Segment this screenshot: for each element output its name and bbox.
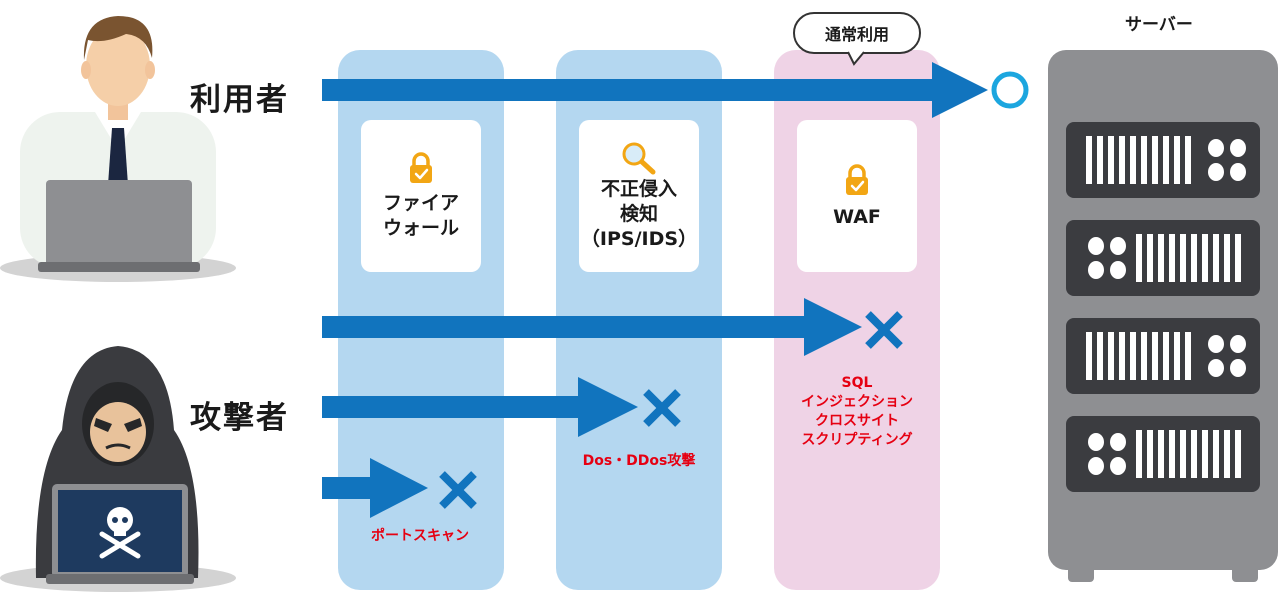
firewall-card: ファイア ウォール bbox=[361, 120, 481, 272]
user-label: 利用者 bbox=[190, 82, 289, 118]
waf-card: WAF bbox=[797, 120, 917, 272]
lock-icon bbox=[410, 152, 432, 183]
port-scan-arrow bbox=[322, 458, 428, 518]
lock-icon bbox=[846, 163, 868, 195]
ips-ids-label: 不正侵入 検知 （IPS/IDS） bbox=[580, 177, 698, 250]
server-unit bbox=[1066, 416, 1260, 492]
attacker-illustration bbox=[0, 346, 236, 592]
waf-block-x-icon bbox=[865, 311, 903, 349]
server-unit bbox=[1066, 122, 1260, 198]
normal-use-arrow bbox=[322, 62, 988, 118]
server-rack-icon bbox=[1048, 50, 1278, 582]
ips-ids-card: 不正侵入 検知 （IPS/IDS） bbox=[579, 120, 699, 272]
port-scan-block-x-icon bbox=[439, 471, 477, 509]
firewall-label: ファイア ウォール bbox=[382, 192, 459, 239]
waf-attacks-label: SQL インジェクション クロスサイト スクリプティング bbox=[801, 375, 913, 448]
attacker-label: 攻撃者 bbox=[190, 400, 289, 436]
magnifier-icon bbox=[622, 142, 656, 174]
bubble-tail bbox=[847, 51, 865, 66]
server-unit bbox=[1066, 318, 1260, 394]
ok-circle-icon bbox=[991, 71, 1029, 109]
dos-attack-arrow bbox=[322, 377, 638, 437]
server-unit bbox=[1066, 220, 1260, 296]
dos-block-x-icon bbox=[643, 389, 681, 427]
dos-label: Dos・DDos攻撃 bbox=[582, 453, 696, 469]
server-title: サーバー bbox=[1125, 15, 1193, 35]
user-illustration bbox=[0, 16, 236, 282]
normal-use-text: 通常利用 bbox=[824, 25, 889, 44]
port-scan-label: ポートスキャン bbox=[371, 528, 469, 544]
normal-use-bubble: 通常利用 bbox=[793, 12, 921, 54]
waf-attack-arrow bbox=[322, 298, 862, 356]
waf-label: WAF bbox=[833, 205, 881, 228]
